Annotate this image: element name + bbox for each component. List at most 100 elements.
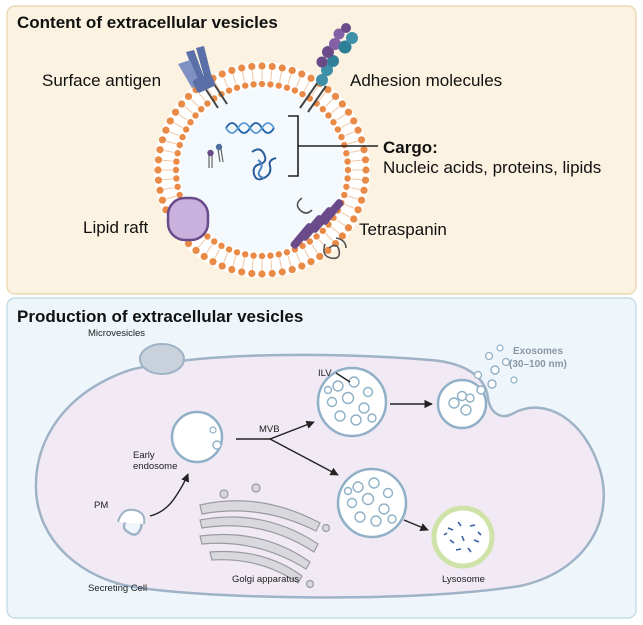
intraluminal-vesicle	[352, 481, 364, 493]
exosomes	[473, 344, 518, 395]
lipid-tail	[287, 74, 292, 85]
lipid-tail	[198, 239, 206, 248]
lipid-tail	[190, 98, 199, 107]
lipid-head-inner	[313, 233, 320, 240]
lipid-head-inner	[182, 126, 190, 133]
lipid-head-outer	[307, 74, 315, 82]
lipid-head-outer	[278, 268, 286, 276]
pointer-ilv	[335, 372, 351, 383]
lipid-bilayer-heads	[154, 62, 370, 278]
lipid-head-outer	[324, 86, 332, 94]
intraluminal-vesicle	[343, 486, 353, 496]
lipid-head-inner	[343, 150, 350, 157]
lipid-head-inner	[233, 84, 241, 91]
lipid-tail	[303, 81, 310, 91]
lipid-head-inner	[211, 238, 218, 245]
lipid-head-inner	[250, 81, 257, 88]
label-mvb: MVB	[259, 424, 280, 435]
lipid-head-outer	[258, 62, 266, 70]
lipid-tail	[287, 255, 292, 266]
tetraspanin-icon	[290, 197, 347, 260]
lipid-tail	[344, 131, 355, 137]
lipid-head-inner	[338, 133, 345, 141]
lipid-tail	[295, 77, 301, 88]
lipid-head-inner	[192, 112, 199, 119]
lipid-head-inner	[242, 251, 249, 258]
lipid-tail	[169, 131, 180, 137]
intraluminal-vesicle	[346, 497, 358, 509]
lipid-tail	[325, 233, 334, 242]
intraluminal-vesicle	[334, 410, 346, 422]
lipid-head-outer	[258, 270, 266, 278]
lipid-head-outer	[158, 196, 167, 204]
mvb-fusion-with-membrane	[436, 378, 488, 430]
lipid-head-outer	[316, 252, 324, 261]
lipid-head-outer	[360, 186, 368, 194]
lipid-head-outer	[228, 66, 236, 75]
vesicle-lumen	[180, 88, 344, 252]
pm-invagination	[117, 508, 146, 525]
lipid-head-outer	[268, 62, 276, 71]
intraluminal-vesicle	[362, 386, 374, 398]
lipid-raft-icon	[166, 196, 210, 242]
lipid-tail	[344, 203, 355, 209]
label-adhesion-molecules: Adhesion molecules	[350, 71, 502, 90]
lipid-tail	[214, 81, 221, 91]
lipid-tail	[279, 71, 282, 82]
label-golgi-apparatus: Golgi apparatus	[232, 574, 299, 585]
lipid-head-outer	[238, 268, 246, 276]
lipid-head-outer	[350, 215, 358, 223]
lipid-head-inner	[250, 252, 257, 259]
lipid-head-outer	[158, 136, 167, 144]
lipid-tail	[336, 219, 346, 226]
lipid-tail	[214, 249, 221, 259]
lipid-tail	[279, 258, 282, 269]
lipid-head-inner	[174, 150, 181, 157]
lipid-head-outer	[248, 269, 256, 278]
multivesicular-body-lower	[336, 467, 408, 539]
lipid-head-inner	[291, 87, 299, 94]
lipid-head-outer	[354, 206, 362, 214]
lipid-head-outer	[338, 100, 346, 108]
lipid-head-inner	[242, 82, 249, 89]
lipid-head-inner	[258, 80, 266, 88]
intraluminal-vesicle	[387, 514, 397, 524]
label-ilv: ILV	[318, 368, 332, 379]
label-cargo-description: Nucleic acids, proteins, lipids	[383, 158, 601, 177]
lipid-head-inner	[330, 119, 337, 126]
lipid-tail	[295, 252, 301, 263]
lipid-tail	[270, 70, 273, 81]
protein-cargo-icon	[251, 148, 277, 181]
lipid-head-outer	[200, 252, 208, 261]
lipid-head-inner	[225, 87, 233, 94]
intraluminal-vesicle	[361, 492, 375, 506]
label-microvesicles: Microvesicles	[88, 328, 145, 339]
lipid-tail	[163, 187, 174, 190]
lipid-tail	[318, 92, 326, 101]
intraluminal-vesicle	[323, 385, 333, 395]
lipid-head-inner	[187, 119, 194, 126]
lipid-head-outer	[298, 262, 306, 270]
lipid-head-outer	[360, 146, 368, 154]
lipid-tail	[341, 211, 351, 218]
lipid-head-outer	[209, 258, 217, 266]
label-exosomes-size: (30–100 nm)	[509, 359, 567, 370]
intraluminal-vesicle	[348, 376, 360, 388]
lipid-head-outer	[307, 258, 315, 266]
lipid-tail	[232, 74, 237, 85]
label-tetraspanin: Tetraspanin	[359, 220, 447, 239]
lipid-tail	[347, 195, 358, 200]
lipid-head-outer	[154, 176, 163, 184]
label-exosomes: Exosomes	[513, 346, 563, 357]
label-early-endosome-1: Early	[133, 450, 155, 461]
lipid-head-outer	[362, 166, 370, 174]
cargo-bracket	[288, 115, 378, 177]
lipid-head-outer	[338, 232, 346, 240]
label-cargo-title: Cargo:	[383, 138, 438, 157]
intraluminal-vesicle	[332, 380, 344, 392]
lipid-tail	[251, 70, 254, 81]
lipid-head-inner	[344, 166, 352, 174]
lipid-tail	[166, 140, 177, 145]
lipid-head-inner	[343, 183, 350, 190]
lipid-head-outer	[178, 100, 186, 108]
